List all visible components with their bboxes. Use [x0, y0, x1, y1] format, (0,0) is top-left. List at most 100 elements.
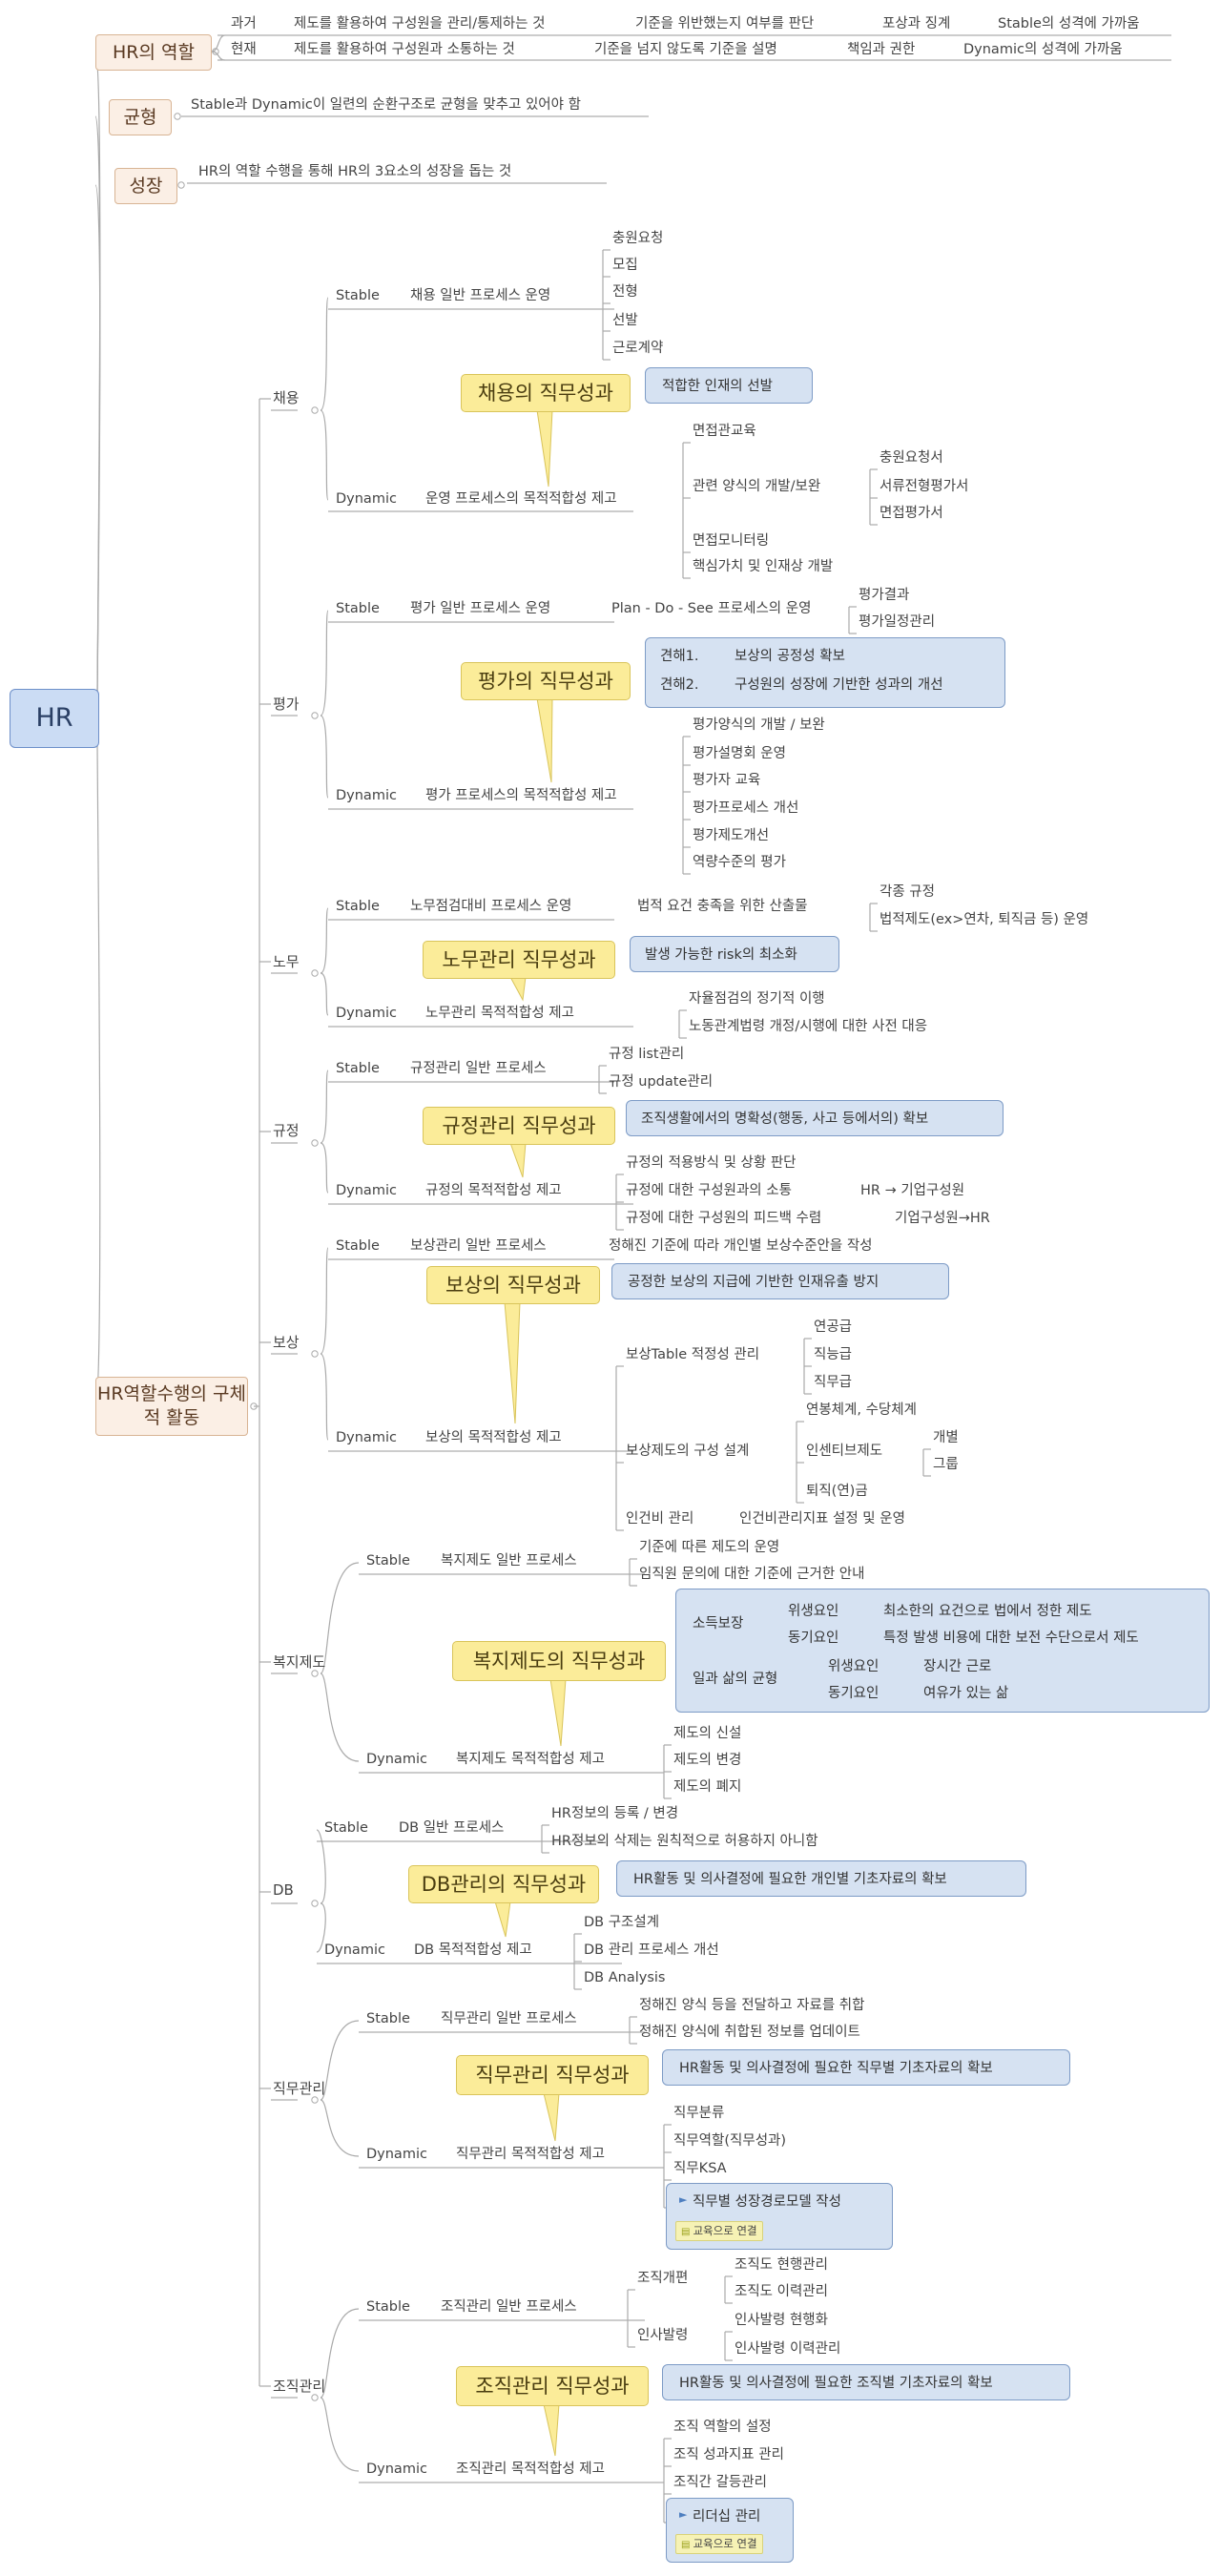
- labor-law[interactable]: 법적 요건 충족을 위한 산출물: [637, 899, 808, 914]
- connector: [316, 1829, 326, 1904]
- org-order[interactable]: 인사발령: [637, 2328, 689, 2343]
- connector: [320, 1142, 329, 1194]
- kpi-rules[interactable]: 규정관리 직무성과: [423, 1107, 615, 1145]
- kpi-db[interactable]: DB관리의 직무성과: [408, 1865, 599, 1903]
- cat-eval[interactable]: 평가: [273, 696, 300, 713]
- org-dynamic[interactable]: Dynamic: [366, 2462, 427, 2477]
- eval-pds[interactable]: Plan - Do - See 프로세스의 운영: [611, 601, 812, 616]
- rules-dynamic-label[interactable]: 규정의 목적적합성 제고: [425, 1183, 562, 1198]
- welfare-wlb-key: 위생요인: [828, 1659, 880, 1674]
- db-stable-label[interactable]: DB 일반 프로세스: [399, 1820, 505, 1836]
- collapse-dot[interactable]: [311, 969, 319, 977]
- org-leader[interactable]: 리더십 관리: [693, 2509, 761, 2524]
- kpi-comp[interactable]: 보상의 직무성과: [426, 1266, 600, 1304]
- job-dynamic-label[interactable]: 직무관리 목적적합성 제고: [456, 2147, 605, 2162]
- welfare-stable-label[interactable]: 복지제도 일반 프로세스: [441, 1553, 577, 1568]
- connector: [211, 34, 226, 52]
- job-dynamic[interactable]: Dynamic: [366, 2147, 427, 2162]
- node-activities[interactable]: HR역할수행의 구체적 활동: [95, 1377, 248, 1436]
- collapse-dot[interactable]: [311, 406, 319, 414]
- db-stable[interactable]: Stable: [324, 1820, 368, 1836]
- node-growth[interactable]: 성장: [114, 168, 177, 204]
- org-dyn-item: 조직 성과지표 관리: [673, 2447, 784, 2462]
- cat-rules[interactable]: 규정: [273, 1122, 300, 1139]
- collapse-dot[interactable]: [311, 2096, 319, 2104]
- rules-stable-label[interactable]: 규정관리 일반 프로세스: [410, 1061, 547, 1076]
- collapse-dot[interactable]: [311, 1670, 319, 1677]
- connector: [320, 907, 329, 974]
- job-career[interactable]: 직무별 성장경로모델 작성: [693, 2194, 841, 2210]
- hire-stable-item: 충원요청: [612, 231, 664, 246]
- welfare-dynamic-label[interactable]: 복지제도 목적적합성 제고: [456, 1752, 605, 1767]
- connector: [320, 2308, 360, 2399]
- eval-stable-label[interactable]: 평가 일반 프로세스 운영: [410, 601, 551, 616]
- job-career-tag[interactable]: ▤교육으로 연결: [675, 2221, 763, 2241]
- cat-org[interactable]: 조직관리: [273, 2378, 326, 2395]
- cat-comp[interactable]: 보상: [273, 1334, 300, 1351]
- present-item-1: 제도를 활용하여 구성원과 소통하는 것: [294, 42, 515, 57]
- cat-labor[interactable]: 노무: [273, 953, 300, 970]
- kpi-job[interactable]: 직무관리 직무성과: [456, 2055, 649, 2095]
- welfare-stable[interactable]: Stable: [366, 1553, 410, 1568]
- kpi-welfare[interactable]: 복지제도의 직무성과: [452, 1641, 666, 1681]
- comp-labor-cost[interactable]: 인건비 관리: [626, 1511, 694, 1527]
- welfare-wlb-key: 동기요인: [828, 1686, 880, 1701]
- comp-stable-text: 정해진 기준에 따라 개인별 보상수준안을 작성: [609, 1238, 873, 1254]
- cat-welfare[interactable]: 복지제도: [273, 1653, 326, 1671]
- org-reorg[interactable]: 조직개편: [637, 2271, 689, 2286]
- org-dynamic-label[interactable]: 조직관리 목적적합성 제고: [456, 2462, 605, 2477]
- rules-stable[interactable]: Stable: [336, 1061, 380, 1076]
- labor-dynamic-label[interactable]: 노무관리 목적적합성 제고: [425, 1006, 574, 1021]
- db-dynamic-label[interactable]: DB 목적적합성 제고: [414, 1942, 532, 1958]
- org-stable-label[interactable]: 조직관리 일반 프로세스: [441, 2299, 577, 2315]
- growth-text: HR의 역할 수행을 통해 HR의 3요소의 성장을 돕는 것: [198, 164, 512, 179]
- hire-dynamic[interactable]: Dynamic: [336, 491, 397, 507]
- node-hr-role[interactable]: HR의 역할: [95, 34, 212, 71]
- db-dynamic[interactable]: Dynamic: [324, 1942, 385, 1958]
- connector: [320, 1070, 329, 1144]
- kpi-hire[interactable]: 채용의 직무성과: [461, 374, 631, 412]
- collapse-dot[interactable]: [174, 113, 181, 120]
- collapse-dot[interactable]: [177, 181, 185, 189]
- kpi-box-eval: [645, 637, 1005, 708]
- eval-dynamic-label[interactable]: 평가 프로세스의 목적적합성 제고: [425, 788, 617, 803]
- eval-stable[interactable]: Stable: [336, 601, 380, 616]
- node-balance[interactable]: 균형: [109, 99, 172, 135]
- kpi-labor[interactable]: 노무관리 직무성과: [423, 941, 615, 979]
- collapse-dot[interactable]: [311, 712, 319, 719]
- comp-stable-label[interactable]: 보상관리 일반 프로세스: [410, 1238, 547, 1254]
- collapse-dot[interactable]: [311, 2394, 319, 2401]
- kpi-org[interactable]: 조직관리 직무성과: [456, 2366, 649, 2406]
- job-stable-label[interactable]: 직무관리 일반 프로세스: [441, 2011, 577, 2026]
- org-stable[interactable]: Stable: [366, 2299, 410, 2315]
- hire-dynamic-label[interactable]: 운영 프로세스의 목적적합성 제고: [425, 491, 617, 507]
- cat-db[interactable]: DB: [273, 1881, 294, 1899]
- welfare-dynamic[interactable]: Dynamic: [366, 1752, 427, 1767]
- cat-job[interactable]: 직무관리: [273, 2080, 326, 2097]
- collapse-dot[interactable]: [311, 1350, 319, 1358]
- hire-stable-label[interactable]: 채용 일반 프로세스 운영: [410, 288, 551, 303]
- labor-dynamic[interactable]: Dynamic: [336, 1006, 397, 1021]
- comp-dynamic-label[interactable]: 보상의 목적적합성 제고: [425, 1430, 562, 1445]
- eval-dynamic[interactable]: Dynamic: [336, 788, 397, 803]
- comp-stable[interactable]: Stable: [336, 1238, 380, 1254]
- hire-stable[interactable]: Stable: [336, 288, 380, 303]
- collapse-dot[interactable]: [311, 1900, 319, 1907]
- collapse-dot[interactable]: [311, 1139, 319, 1147]
- kpi-box-labor-text: 발생 가능한 risk의 최소화: [645, 947, 797, 963]
- labor-stable-label[interactable]: 노무점검대비 프로세스 운영: [410, 899, 572, 914]
- comp-dynamic[interactable]: Dynamic: [336, 1430, 397, 1445]
- flag-icon: ►: [679, 2508, 688, 2521]
- rules-dynamic[interactable]: Dynamic: [336, 1183, 397, 1198]
- org-order-item: 인사발령 현행화: [735, 2313, 828, 2328]
- org-leader-tag[interactable]: ▤교육으로 연결: [675, 2534, 763, 2554]
- comp-table[interactable]: 보상Table 적정성 관리: [626, 1347, 760, 1362]
- job-stable[interactable]: Stable: [366, 2011, 410, 2026]
- cat-hire[interactable]: 채용: [273, 389, 300, 406]
- root-node[interactable]: HR: [10, 689, 99, 748]
- kpi-eval[interactable]: 평가의 직무성과: [461, 662, 631, 700]
- connector: [94, 184, 101, 718]
- labor-stable[interactable]: Stable: [336, 899, 380, 914]
- comp-system[interactable]: 보상제도의 구성 설계: [626, 1444, 750, 1459]
